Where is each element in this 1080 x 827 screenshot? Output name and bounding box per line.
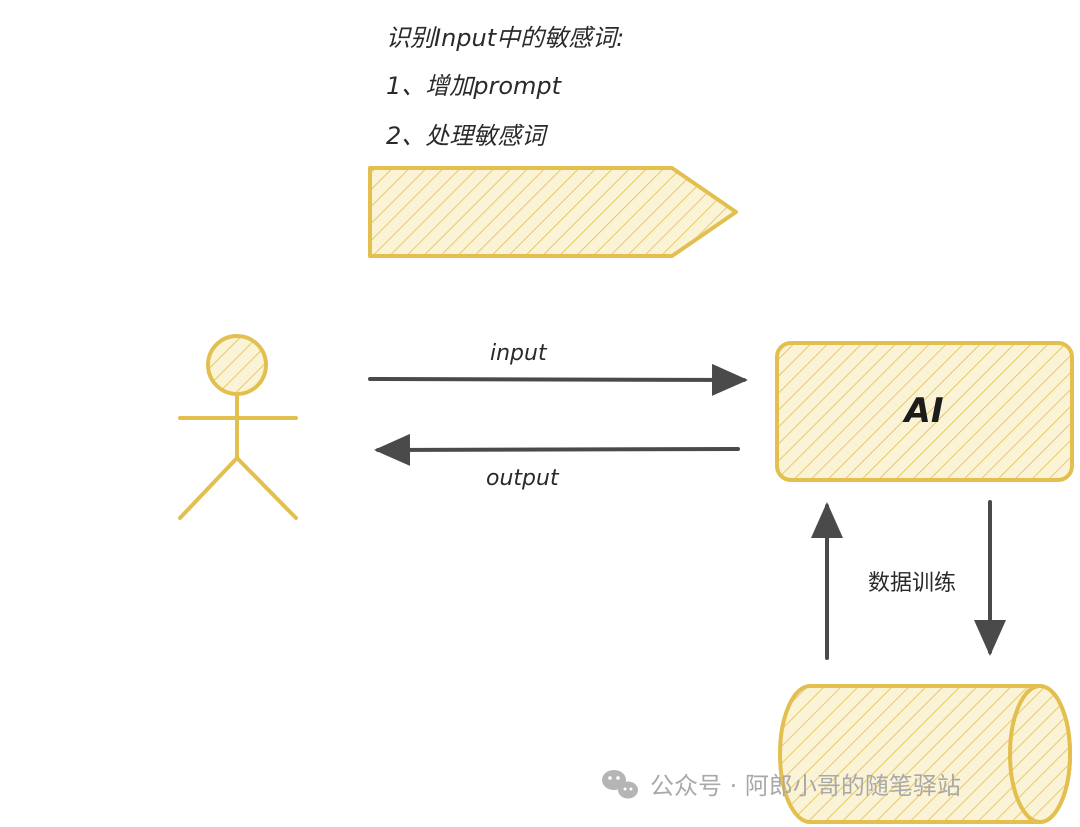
training-label: 数据训练	[868, 571, 956, 596]
ai-label: AI	[902, 391, 944, 431]
watermark-text: 公众号 · 阿郎小哥的随笔驿站	[650, 772, 961, 800]
input-arrow: input	[368, 341, 748, 396]
notes-line-2: 2、处理敏感词	[386, 122, 548, 150]
wechat-icon	[602, 770, 638, 799]
input-label: input	[490, 341, 548, 366]
output-label: output	[486, 466, 560, 491]
filter-banner-shape	[368, 166, 738, 258]
watermark: 公众号 · 阿郎小哥的随笔驿站	[602, 770, 961, 800]
output-arrow: output	[374, 433, 740, 491]
notes-block: 识别Input中的敏感词: 1、增加prompt 2、处理敏感词	[386, 24, 624, 150]
ai-box: AI	[775, 341, 1074, 482]
training-arrows: 数据训练	[811, 500, 1006, 660]
notes-line-1: 1、增加prompt	[386, 72, 563, 100]
user-stick-figure-icon	[178, 334, 298, 520]
notes-line-title: 识别Input中的敏感词:	[386, 24, 624, 52]
database-cylinder-icon	[778, 684, 1072, 824]
